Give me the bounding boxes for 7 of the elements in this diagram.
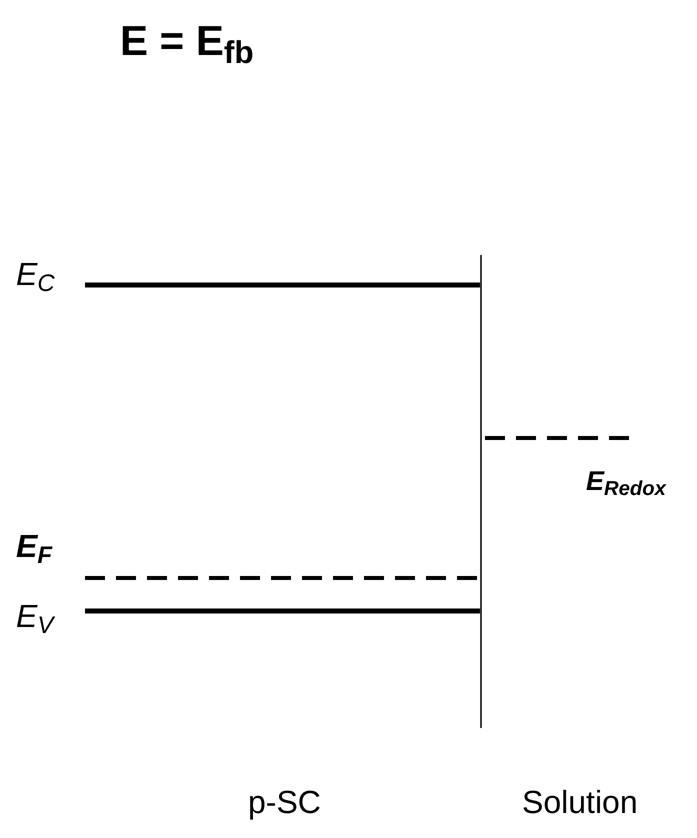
energy-level-label: E$_{V}$ (16, 600, 54, 632)
energy-level-label: E$_{Redox}$ (586, 468, 666, 495)
title: E = E$_{fb}$ (120, 20, 254, 62)
energy-level-label: E$_{C}$ (16, 258, 55, 290)
energy-level-label: E$_{F}$ (16, 530, 52, 562)
region-label: Solution (522, 786, 638, 818)
region-label: p-SC (248, 786, 321, 818)
